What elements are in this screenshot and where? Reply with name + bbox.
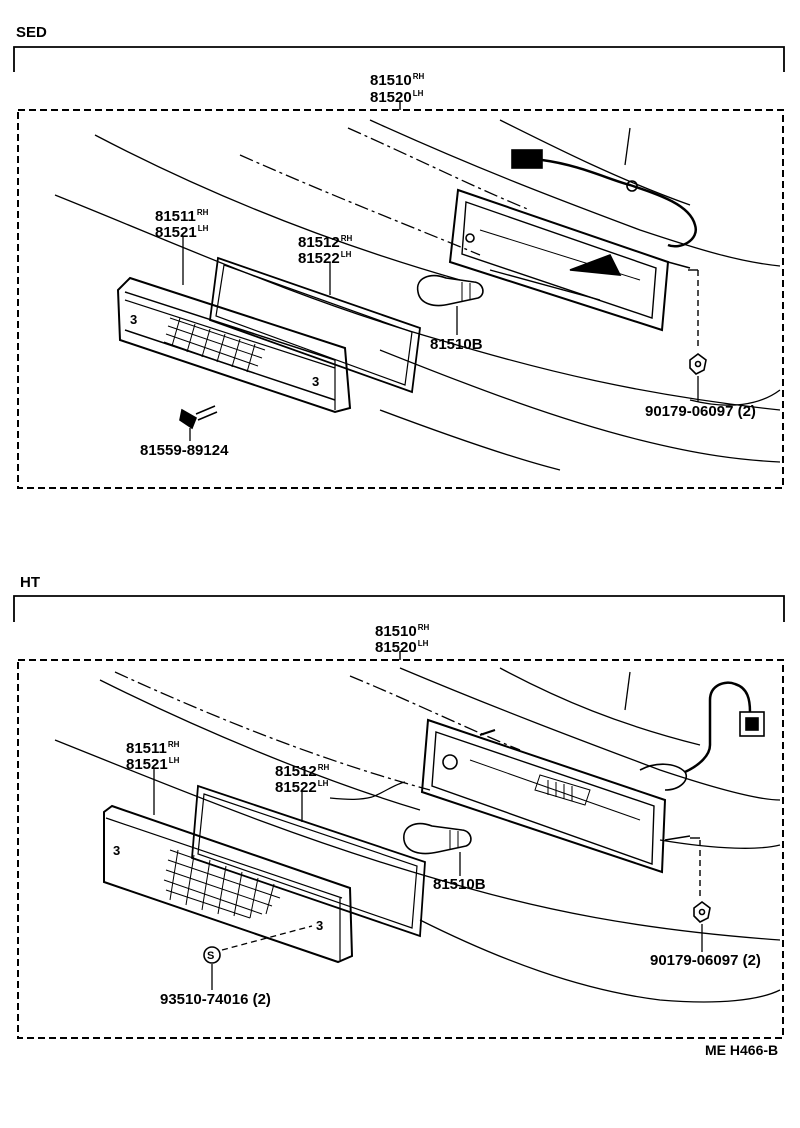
sed-label-bulb: 81510B [430,336,483,353]
sed-lens-grid [163,317,266,373]
sed-lens-mark-right: 3 [312,374,320,389]
sed-label-81520: 81520LH [370,86,423,105]
sed-label-81510: 81510RH [370,69,424,88]
ht-lens-mark-right: 3 [316,918,324,933]
side-tag: RH [417,623,430,632]
sed-label-81512: 81512RH [298,231,352,250]
sed-section-title: SED [16,24,47,41]
sed-main-bracket [13,46,785,72]
sed-label-81511: 81511RH [155,205,208,224]
ht-lens-mark-left: 3 [113,843,121,858]
sed-part-number: 81510 [370,72,412,89]
ht-label-81520: 81520LH [375,636,428,655]
sed-lens [116,276,352,414]
ht-lens-grid [163,849,286,919]
sed-part-number: 81512 [298,234,340,251]
ht-part-number: 81520 [375,639,417,656]
ht-label-81511: 81511RH [126,737,179,756]
ht-screw-mark: S [207,950,215,962]
sed-label-screw: 81559-89124 [140,442,229,459]
ht-body-lines [54,667,781,1003]
sed-body-lines [54,119,781,471]
sed-label-81521: 81521LH [155,221,208,240]
sed-gasket [209,256,421,394]
ht-part-number: 81511 [126,740,167,757]
sed-part-number: 81521 [155,224,197,241]
sed-screw [179,405,218,441]
ht-label-81510: 81510RH [375,620,429,639]
sed-label-nut: 90179-06097 (2) [645,403,756,420]
diagram-code: ME H466-B [705,1042,779,1058]
sed-part-number: 81511 [155,208,196,225]
ht-bulb [403,822,472,876]
ht-part-number: 81512 [275,763,317,780]
side-tag: RH [317,763,330,772]
ht-label-81521: 81521LH [126,753,179,772]
sed-lamp-housing [448,149,698,332]
ht-label-81522: 81522LH [275,776,328,795]
side-tag: LH [417,639,429,648]
sed-leaders [182,236,331,295]
side-tag: RH [340,234,353,243]
ht-diagram [13,595,785,1039]
sed-diagram [13,46,785,489]
side-tag: LH [340,250,352,259]
ht-label-81512: 81512RH [275,760,329,779]
ht-main-bracket [13,595,785,622]
ht-label-screw: 93510-74016 (2) [160,991,271,1008]
ht-section-title: HT [20,574,40,591]
side-tag: RH [196,208,209,217]
side-tag: LH [317,779,329,788]
side-tag: RH [167,740,180,749]
sed-part-number: 81520 [370,89,412,106]
ht-part-number: 81510 [375,623,417,640]
sed-bulb [416,274,484,335]
ht-part-number: 81522 [275,779,317,796]
ht-assembly-frame [17,659,784,1039]
side-tag: LH [197,224,209,233]
ht-label-bulb: 81510B [433,876,486,893]
sed-assembly-frame [17,109,784,489]
ht-lens [103,804,354,964]
ht-lamp-housing [420,681,765,874]
ht-screw [203,925,313,990]
sed-part-number: 81522 [298,250,340,267]
ht-part-number: 81521 [126,756,168,773]
sed-nut [688,269,707,402]
side-tag: RH [412,72,425,81]
sed-label-81522: 81522LH [298,247,351,266]
sed-lens-mark-left: 3 [130,312,138,327]
ht-leaders [153,768,406,822]
ht-label-nut: 90179-06097 (2) [650,952,761,969]
side-tag: LH [412,89,424,98]
ht-nut [690,837,711,952]
side-tag: LH [168,756,180,765]
